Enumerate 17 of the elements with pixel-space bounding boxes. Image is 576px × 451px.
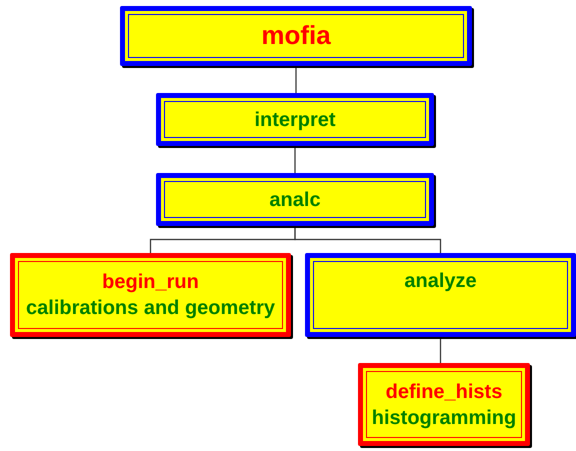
connector-line: [295, 66, 297, 93]
box-title: analyze: [404, 269, 477, 294]
box-title: analc: [269, 188, 321, 212]
process-box: [10, 253, 291, 337]
process-box: [120, 6, 472, 66]
box-description: histogramming: [372, 406, 516, 430]
box-title: begin_run: [102, 270, 199, 295]
box-title: define_hists: [386, 380, 502, 404]
process-box: [358, 363, 530, 446]
process-box: [156, 173, 434, 226]
connector-line: [294, 146, 296, 173]
box-title: interpret: [254, 108, 336, 132]
box-title: mofia: [261, 19, 331, 52]
process-box: [156, 93, 434, 146]
connector-line: [440, 337, 442, 363]
box-description: calibrations and geometry: [26, 296, 275, 321]
process-box: [305, 253, 576, 337]
